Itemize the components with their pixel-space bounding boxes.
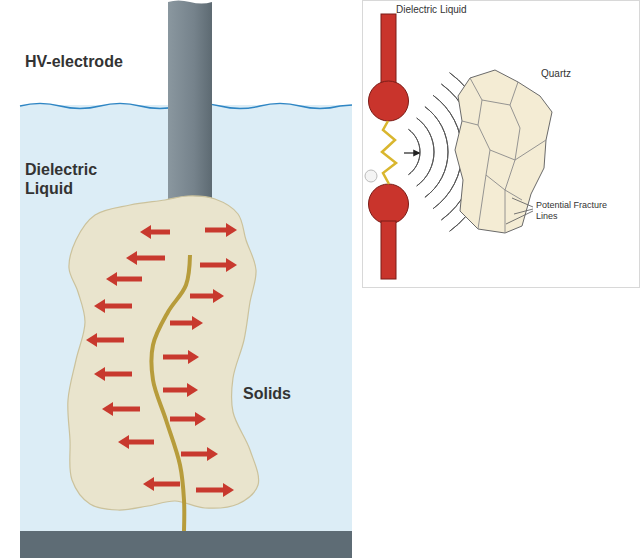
hv-electrode	[168, 1, 212, 223]
spark-discharge	[382, 121, 396, 184]
lower-electrode	[381, 221, 396, 279]
solid-particle	[68, 196, 259, 510]
force-arrow	[140, 225, 170, 239]
force-arrow	[106, 272, 142, 286]
inset-panel	[363, 1, 640, 288]
force-arrow	[200, 258, 237, 272]
force-arrow	[190, 289, 224, 303]
force-arrow	[118, 435, 154, 449]
shock-direction-arrow	[404, 152, 419, 153]
force-arrow	[205, 223, 237, 237]
fracture-lines	[462, 78, 546, 233]
part-label: Solids	[243, 384, 291, 403]
callout-label: Potential Fracture Lines	[536, 200, 620, 222]
ground-electrode	[20, 531, 352, 558]
force-arrow	[170, 412, 206, 426]
force-arrow	[126, 251, 165, 265]
medium-label: Dielectric Liquid	[25, 160, 117, 198]
force-arrow	[94, 299, 132, 313]
bubble	[365, 170, 377, 182]
force-arrow	[102, 402, 140, 416]
force-arrow	[143, 477, 180, 491]
upper-electrode-ball	[369, 81, 409, 121]
upper-electrode	[381, 14, 396, 84]
medium-label: Dielectric Liquid	[396, 4, 467, 16]
leader-lines	[506, 198, 533, 224]
force-arrow	[163, 383, 198, 397]
force-arrow	[86, 333, 124, 347]
force-arrow	[196, 483, 234, 497]
force-arrow	[94, 367, 132, 381]
part-label: Quartz	[541, 68, 571, 80]
force-arrow	[181, 447, 218, 461]
lower-electrode-ball	[369, 184, 409, 224]
force-arrow	[163, 350, 199, 364]
discharge-channel	[151, 255, 190, 531]
part-label: HV-electrode	[25, 52, 123, 71]
force-arrow	[170, 316, 203, 330]
